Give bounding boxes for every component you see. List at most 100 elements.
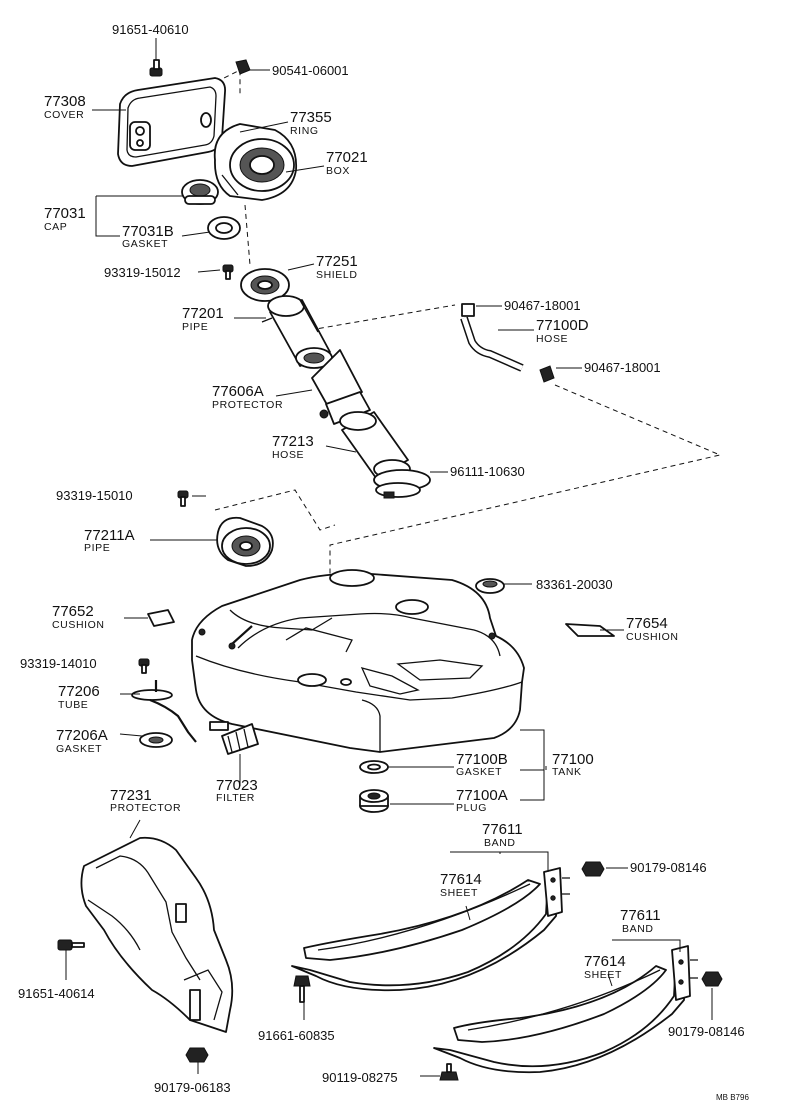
nut-90179-08146-a-drawing — [581, 861, 605, 877]
part-number-77031: 77031 — [44, 205, 86, 222]
filler-hose-drawing — [339, 411, 411, 479]
part-name-sheet-a: SHEET — [440, 887, 478, 899]
part-number-77654: 77654 — [626, 615, 668, 632]
part-number-77100a: 77100A — [456, 787, 508, 804]
part-name-ring: RING — [290, 125, 319, 137]
part-name-hose-77213: HOSE — [272, 449, 304, 461]
part-name-box: BOX — [326, 165, 350, 177]
part-name-gasket-77031b: GASKET — [122, 238, 168, 250]
breather-hose-drawing — [460, 303, 555, 383]
part-number-77213: 77213 — [272, 433, 314, 450]
part-name-protector-77606a: PROTECTOR — [212, 399, 283, 411]
part-name-cushion-77654: CUSHION — [626, 631, 679, 643]
part-number-77201: 77201 — [182, 305, 224, 322]
part-number-77606a: 77606A — [212, 383, 264, 400]
part-number-77206a: 77206A — [56, 727, 108, 744]
part-number-77614-a: 77614 — [440, 871, 482, 888]
part-name-band-a: BAND — [484, 837, 516, 849]
part-name-tank: TANK — [552, 766, 582, 778]
band-sheet-2-drawing — [467, 969, 661, 1031]
ref-90179-08146-a: 90179-08146 — [630, 860, 707, 875]
fuel-tank-drawing — [191, 569, 525, 753]
ref-90541-06001: 90541-06001 — [272, 63, 349, 78]
labels: 91651-40610 90541-06001 77308 COVER 7735… — [18, 22, 749, 1102]
clip-top-drawing — [235, 59, 251, 75]
bolt-91651-40614-drawing — [57, 939, 85, 951]
part-number-77031b: 77031B — [122, 223, 174, 240]
part-name-band-b: BAND — [622, 923, 654, 935]
part-name-protector-77231: PROTECTOR — [110, 802, 181, 814]
part-number-77308: 77308 — [44, 93, 86, 110]
inlet-pipe-drawing — [216, 516, 274, 567]
fuel-lid-cover-drawing — [117, 77, 226, 167]
screw-93319-14010-drawing — [138, 658, 150, 674]
fuel-filter-drawing — [209, 721, 259, 755]
part-number-77100b: 77100B — [456, 751, 508, 768]
nut-90179-06183-drawing — [185, 1047, 209, 1063]
ref-90119-08275: 90119-08275 — [322, 1070, 398, 1085]
tank-protector-drawing — [80, 836, 234, 1033]
vent-tube-drawing — [131, 680, 197, 743]
tank-band-1-drawing — [291, 867, 570, 992]
part-number-77652: 77652 — [52, 603, 94, 620]
part-number-77611-b: 77611 — [620, 907, 661, 924]
cap-gasket-drawing — [207, 216, 241, 240]
part-number-77611-a: 77611 — [482, 821, 523, 838]
hose-clamp-drawing — [373, 469, 431, 499]
part-name-pipe-77201: PIPE — [182, 321, 208, 333]
part-name-gasket-77206a: GASKET — [56, 743, 102, 755]
ref-90467-18001-b: 90467-18001 — [584, 360, 661, 375]
part-number-77614-b: 77614 — [584, 953, 626, 970]
part-name-filter: FILTER — [216, 792, 255, 804]
part-number-77206: 77206 — [58, 683, 100, 700]
ref-83361-20030: 83361-20030 — [536, 577, 613, 592]
cushion-77652-drawing — [147, 609, 175, 627]
ref-91651-40614: 91651-40614 — [18, 986, 95, 1001]
tank-band-2-drawing — [433, 945, 698, 1074]
tube-gasket-drawing — [139, 732, 173, 748]
band-sheet-1-drawing — [317, 883, 531, 951]
bolt-top-drawing — [149, 59, 163, 77]
part-number-77231: 77231 — [110, 787, 152, 804]
ref-93319-14010: 93319-14010 — [20, 656, 97, 671]
ref-93319-15012: 93319-15012 — [104, 265, 181, 280]
part-name-cover: COVER — [44, 109, 84, 121]
pipe-protector-drawing — [311, 349, 371, 425]
part-name-hose-77100d: HOSE — [536, 333, 568, 345]
leader-lines — [65, 38, 713, 1077]
bolt-91661-60835-drawing — [293, 975, 311, 1003]
part-number-77251: 77251 — [316, 253, 358, 270]
part-name-cap: CAP — [44, 221, 67, 233]
part-number-77023: 77023 — [216, 777, 258, 794]
part-number-77355: 77355 — [290, 109, 332, 126]
assembly-dashed-lines — [199, 69, 722, 575]
ref-96111-10630: 96111-10630 — [450, 464, 525, 479]
ref-90179-08146-b: 90179-08146 — [668, 1024, 745, 1039]
bolt-90119-08275-drawing — [439, 1063, 459, 1081]
part-number-77211a: 77211A — [84, 527, 135, 544]
filler-pipe-drawing — [261, 295, 333, 369]
shield-drawing — [240, 268, 290, 302]
part-number-77021: 77021 — [326, 149, 368, 166]
part-name-shield: SHIELD — [316, 269, 358, 281]
part-name-gasket-77100b: GASKET — [456, 766, 502, 778]
screw-93319-15012-drawing — [222, 264, 234, 280]
filler-box-drawing — [213, 123, 298, 201]
ref-91651-40610: 91651-40610 — [112, 22, 189, 37]
screw-93319-15010-drawing — [177, 490, 189, 507]
part-number-77100: 77100 — [552, 751, 594, 768]
ref-93319-15010: 93319-15010 — [56, 488, 133, 503]
part-name-tube: TUBE — [58, 699, 88, 711]
drawing-mark: MB B796 — [716, 1093, 749, 1102]
nut-90179-08146-b-drawing — [701, 971, 723, 987]
tank-plug-83361-drawing — [475, 578, 505, 594]
part-name-plug: PLUG — [456, 802, 487, 814]
ref-90467-18001-a: 90467-18001 — [504, 298, 581, 313]
cushion-77654-drawing — [565, 623, 615, 637]
filler-cap-drawing — [181, 179, 219, 205]
part-name-pipe-77211a: PIPE — [84, 542, 110, 554]
ref-90179-06183: 90179-06183 — [154, 1080, 231, 1095]
part-name-sheet-b: SHEET — [584, 969, 622, 981]
ref-91661-60835: 91661-60835 — [258, 1028, 335, 1043]
